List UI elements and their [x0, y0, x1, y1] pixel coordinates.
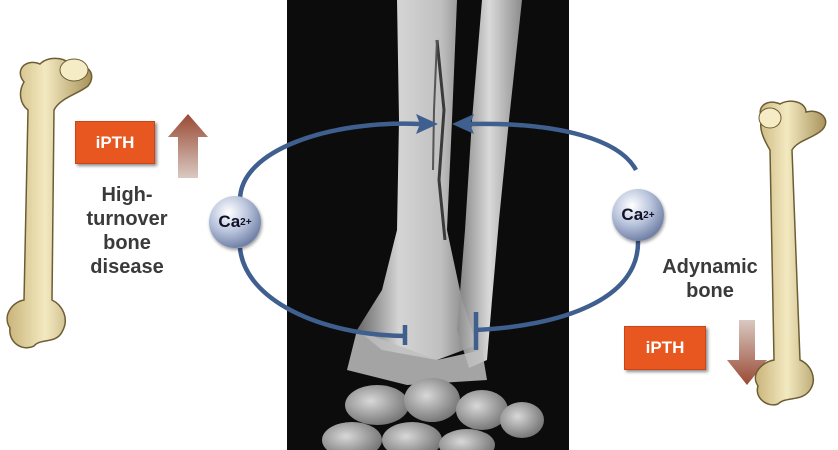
- left-ipth-label: iPTH: [96, 133, 135, 153]
- label-line: disease: [52, 255, 202, 279]
- ion-charge: 2+: [643, 210, 654, 221]
- high-turnover-label: High- turnover bone disease: [52, 183, 202, 279]
- label-line: bone: [635, 279, 785, 303]
- right-ipth-box: iPTH: [624, 326, 706, 370]
- ipth-up-arrow: [168, 114, 208, 178]
- label-line: bone: [52, 231, 202, 255]
- label-line: High-: [52, 183, 202, 207]
- ion-charge: 2+: [240, 217, 251, 228]
- left-loop-line: [240, 124, 420, 345]
- right-femur-illustration: [755, 101, 825, 405]
- ion-symbol: Ca: [621, 205, 643, 225]
- ion-symbol: Ca: [218, 212, 240, 232]
- adynamic-bone-label: Adynamic bone: [635, 255, 785, 303]
- left-ipth-box: iPTH: [75, 121, 155, 164]
- label-line: turnover: [52, 207, 202, 231]
- right-ipth-label: iPTH: [646, 338, 685, 358]
- label-line: Adynamic: [635, 255, 785, 279]
- right-loop-line: [470, 124, 638, 350]
